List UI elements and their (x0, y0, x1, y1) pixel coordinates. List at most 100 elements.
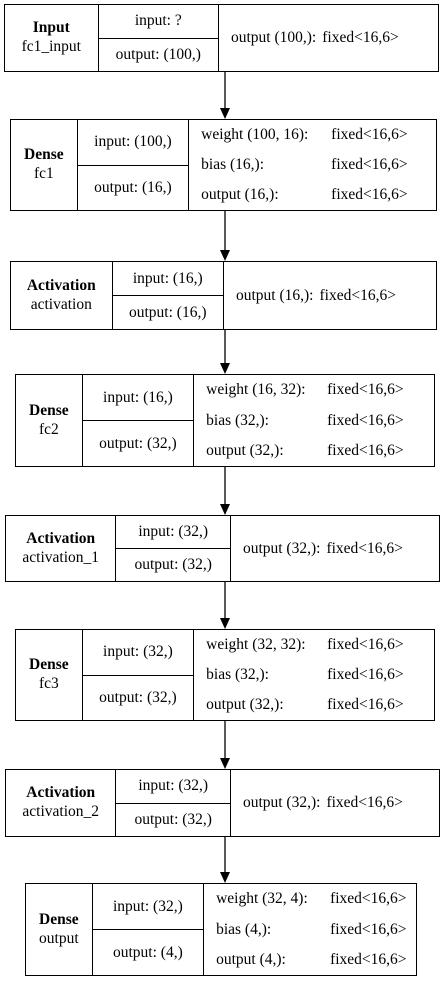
attribute-precision: fixed<16,6> (327, 442, 404, 460)
attribute-row: output (100,): fixed<16,6> (231, 28, 438, 47)
attribute-row: output (16,): fixed<16,6> (201, 185, 436, 204)
layer-input-shape: input: (32,) (82, 630, 194, 676)
attribute-row: weight (32, 4): fixed<16,6> (216, 889, 416, 908)
edge-arrowhead (220, 872, 230, 883)
layer-attributes-cell: output (16,): fixed<16,6> (224, 262, 436, 329)
layer-attributes-cell: weight (32, 4): fixed<16,6> bias (4,): fixe… (204, 884, 416, 975)
attribute-precision: fixed<16,6> (326, 794, 403, 812)
layer-input-shape: input: ? (98, 5, 218, 39)
edge-arrowhead (220, 108, 230, 119)
layer-type: Activation (26, 784, 96, 802)
layer-input-shape: input: (32,) (116, 516, 230, 549)
attribute-label: weight (16, 32): (206, 381, 306, 399)
attribute-precision: fixed<16,6> (327, 666, 404, 684)
attribute-precision: fixed<16,6> (330, 920, 407, 938)
layer-input-shape: input: (16,) (82, 375, 194, 421)
attribute-label: weight (100, 16): (201, 126, 309, 144)
attribute-precision: fixed<16,6> (331, 186, 408, 204)
attribute-row: output (16,): fixed<16,6> (236, 286, 436, 305)
layer-output-shape: output: (32,) (134, 810, 212, 828)
attribute-precision: fixed<16,6> (331, 156, 408, 174)
attribute-row: weight (16, 32): fixed<16,6> (206, 380, 434, 399)
layer-output-shape: output: (32,) (99, 688, 177, 706)
attribute-row: output (32,): fixed<16,6> (206, 441, 434, 460)
layer-io-cell: input: (32,)output: (32,) (116, 516, 231, 581)
attribute-label: output (16,): (235, 286, 314, 304)
attribute-label: output (16,): (201, 186, 279, 204)
layer-attributes-cell: output (100,): fixed<16,6> (219, 5, 438, 71)
layer-attributes-cell: weight (32, 32): fixed<16,6> bias (32,): fi… (194, 630, 434, 720)
layer-attributes-cell: output (32,): fixed<16,6> (231, 770, 439, 836)
layer-io-cell: input: (16,)output: (16,) (112, 262, 224, 329)
layer-input-shape: input: (16,) (112, 262, 223, 296)
attribute-precision: fixed<16,6> (331, 126, 408, 144)
layer-output-shape: output: (16,) (94, 178, 172, 196)
attribute-label: bias (4,): (216, 920, 272, 938)
layer-type: Activation (26, 529, 96, 547)
attribute-precision: fixed<16,6> (327, 381, 404, 399)
attribute-precision: fixed<16,6> (327, 411, 404, 429)
attribute-label: bias (32,): (206, 666, 269, 684)
layer-type: Dense (24, 146, 64, 164)
attribute-precision: fixed<16,6> (327, 636, 404, 654)
layer-input-shape: input: (32,) (116, 770, 230, 804)
attribute-precision: fixed<16,6> (330, 951, 407, 969)
edge-arrowhead (220, 758, 230, 769)
attribute-precision: fixed<16,6> (322, 29, 399, 47)
layer-io-cell: input: (32,)output: (4,) (92, 884, 205, 975)
attribute-precision: fixed<16,6> (330, 890, 407, 908)
layer-type: Dense (39, 910, 79, 928)
attribute-row: output (4,): fixed<16,6> (216, 950, 416, 969)
layer-io-cell: input: (16,) output: (32,) (82, 375, 195, 466)
attribute-label: output (100,): (231, 29, 317, 47)
attribute-row: output (32,): fixed<16,6> (243, 793, 439, 812)
layer-output-shape: output: (32,) (99, 434, 177, 452)
layer-name: activation (30, 295, 92, 313)
layer-io-cell: input: (32,) output: (32,) (116, 770, 231, 836)
edge-arrowhead (220, 250, 230, 261)
layer-type: Dense (29, 401, 69, 419)
attribute-label: output (32,): (206, 696, 284, 714)
layer-name: activation_2 (22, 803, 100, 820)
layer-name: fc3 (38, 675, 59, 692)
edge-arrowhead (220, 504, 230, 515)
layer-io-cell: input: ?output: (100,) (98, 5, 219, 71)
attribute-row: weight (32, 32): fixed<16,6> (206, 635, 434, 654)
attribute-label: output (4,): (216, 951, 286, 969)
attribute-precision: fixed<16,6> (319, 286, 396, 304)
edge-arrowhead (220, 618, 230, 629)
layer-type: Input (32, 19, 70, 37)
attribute-label: weight (32, 4): (216, 890, 308, 908)
attribute-label: output (32,): (206, 442, 284, 460)
layer-attributes-cell: weight (16, 32): fixed<16,6> bias (32,): fi… (194, 375, 434, 466)
attribute-label: output (32,): (242, 539, 321, 557)
layer-attributes-cell: output (32,):fixed<16,6> (231, 516, 439, 581)
attribute-label: output (32,): (242, 794, 321, 812)
layer-type: Activation (26, 276, 96, 294)
layer-name: fc1 (33, 165, 54, 182)
layer-type: Dense (29, 656, 69, 674)
attribute-label: weight (32, 32): (206, 636, 306, 654)
layer-name: fc1_input (21, 38, 81, 55)
attribute-row: weight (100, 16): fixed<16,6> (201, 125, 436, 144)
edge-arrowhead (220, 363, 230, 374)
attribute-label: bias (16,): (201, 156, 265, 174)
attribute-row: output (32,):fixed<16,6> (206, 695, 434, 714)
attribute-row: bias (4,): fixed<16,6> (216, 920, 416, 939)
attribute-label: bias (32,): (206, 411, 269, 429)
